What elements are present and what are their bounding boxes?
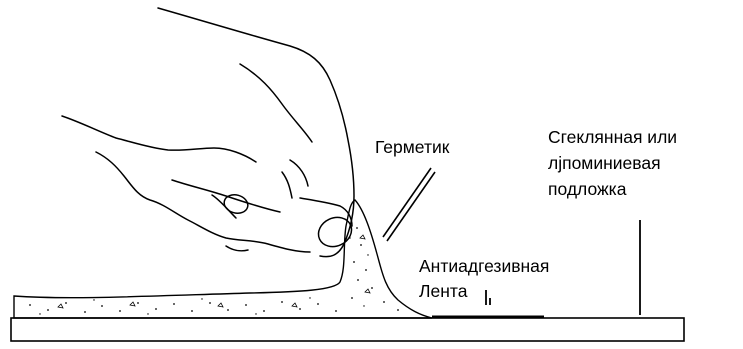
hand-drawing: [62, 8, 356, 257]
label-tape-line2: Лента: [419, 280, 467, 302]
label-substrate-line1: Сгеклянная или: [548, 126, 677, 148]
label-substrate-line2: лјпоминиевая: [548, 152, 661, 174]
leader-sealant-1: [383, 168, 431, 237]
sealant-texture: [29, 227, 399, 315]
sealant-bead: [14, 200, 432, 318]
leader-sealant-2: [387, 172, 435, 241]
label-sealant: Герметик: [375, 136, 449, 158]
label-tape-line1: Антиадгезивная: [419, 255, 549, 277]
substrate-plate: [11, 318, 684, 341]
label-substrate-line3: подложка: [548, 178, 626, 200]
